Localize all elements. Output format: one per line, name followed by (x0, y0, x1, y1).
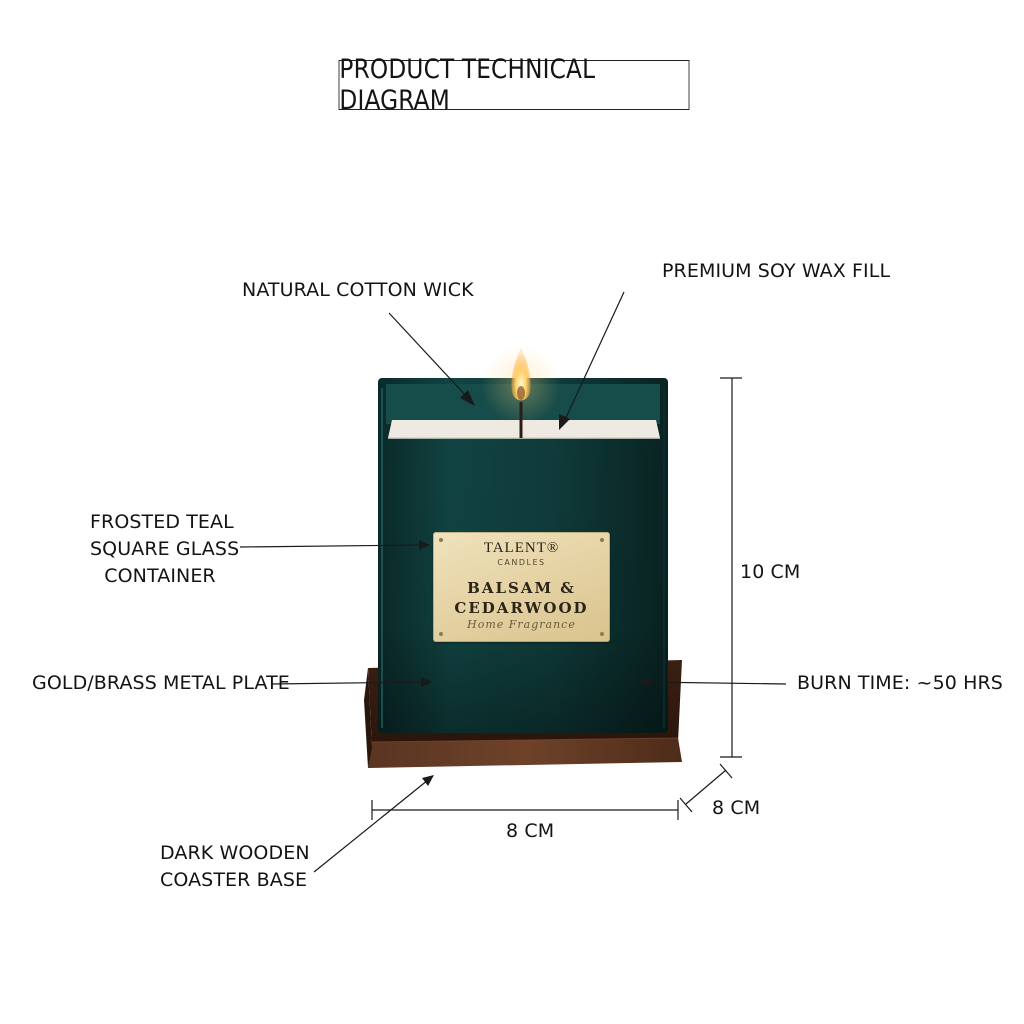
callout-plate: GOLD/BRASS METAL PLATE (32, 672, 290, 694)
plate-scent-line1: BALSAM & (467, 579, 576, 597)
plate-scent-line2: CEDARWOOD (454, 599, 589, 617)
wax-surface (388, 420, 660, 438)
dimension-depth: 8 CM (712, 797, 761, 819)
callout-coaster-line1: DARK WOODEN (160, 842, 310, 864)
plate-script: Home Fragrance (467, 618, 576, 631)
plate-brand: TALENT® (483, 540, 560, 556)
rivet-icon (439, 632, 443, 636)
callout-burn-time: BURN TIME: ~50 HRS (797, 672, 1003, 694)
callout-glass-line1: FROSTED TEAL (90, 511, 234, 533)
callout-wick: NATURAL COTTON WICK (242, 279, 474, 301)
rivet-icon (439, 538, 443, 542)
callout-coaster-line2: COASTER BASE (160, 869, 308, 891)
plate-subtitle: CANDLES (497, 558, 546, 567)
wick-and-flame (481, 345, 561, 438)
callout-wax: PREMIUM SOY WAX FILL (662, 260, 891, 282)
pointer-arrowheads (419, 390, 649, 786)
dimension-height: 10 CM (740, 561, 801, 583)
rivet-icon (600, 632, 604, 636)
callout-glass-line2: SQUARE GLASS (90, 538, 240, 560)
rivet-icon (600, 538, 604, 542)
flame-icon (511, 348, 531, 401)
pointer-lines (239, 291, 787, 873)
plate-scent: BALSAM & CEDARWOOD (433, 578, 610, 618)
callout-glass: FROSTED TEAL SQUARE GLASS CONTAINER (90, 509, 240, 590)
callout-coaster: DARK WOODEN COASTER BASE (160, 840, 310, 894)
dimension-width: 8 CM (506, 820, 555, 842)
brass-label-plate: TALENT® CANDLES BALSAM & CEDARWOOD Home … (433, 532, 610, 642)
callout-glass-line3: CONTAINER (104, 565, 216, 587)
